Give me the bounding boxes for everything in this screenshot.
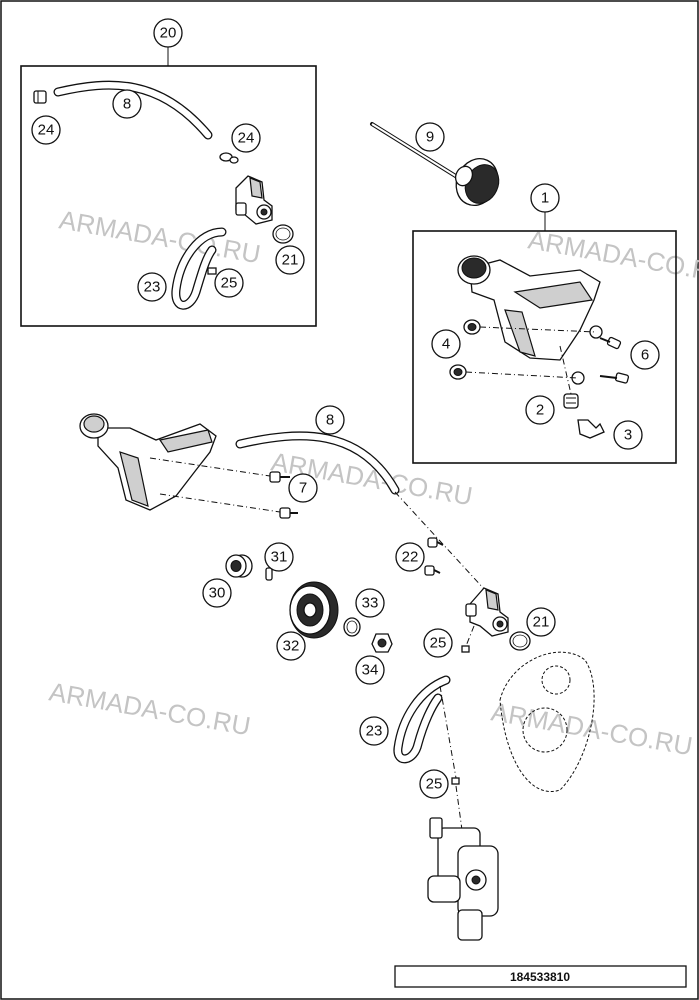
carburettor — [427, 817, 499, 941]
svg-text:9: 9 — [426, 129, 434, 146]
fitting-2 — [563, 393, 579, 409]
svg-text:6: 6 — [641, 347, 649, 364]
clip-24-top — [33, 90, 47, 104]
svg-text:2: 2 — [536, 402, 544, 419]
svg-text:31: 31 — [271, 549, 288, 566]
screw-22b — [424, 565, 441, 576]
callout-6: 6 — [630, 340, 660, 370]
callout-22: 22 — [395, 542, 425, 572]
callout-25-main-lower: 25 — [419, 769, 449, 799]
clip-24-valve — [219, 152, 239, 164]
svg-text:4: 4 — [442, 336, 450, 353]
svg-text:25: 25 — [426, 776, 443, 793]
o-ring-33-inner — [346, 620, 358, 634]
callout-3: 3 — [613, 420, 643, 450]
fuel-valve-box — [235, 175, 273, 225]
engine-cover — [499, 651, 595, 792]
callout-34: 34 — [355, 655, 385, 685]
callout-23-box: 23 — [137, 272, 167, 302]
callout-4: 4 — [431, 329, 461, 359]
fuel-tank-main — [79, 413, 217, 511]
svg-text:30: 30 — [209, 585, 226, 602]
svg-text:25: 25 — [430, 635, 447, 652]
screw-7b — [279, 507, 298, 519]
callout-25-box: 25 — [214, 268, 244, 298]
clamp-25-box — [207, 267, 217, 275]
watermark-5: ARMADA-CO.RU — [489, 696, 695, 761]
callout-24-left: 24 — [31, 115, 61, 145]
svg-text:23: 23 — [144, 279, 161, 296]
callout-1: 1 — [530, 183, 560, 213]
callout-21-main: 21 — [526, 607, 556, 637]
callout-7: 7 — [288, 473, 318, 503]
reference-number: 184533810 — [510, 970, 570, 984]
o-ring-21-box-inner — [275, 227, 291, 241]
dash-4a — [479, 326, 597, 333]
svg-text:7: 7 — [299, 480, 307, 497]
hose-23-box — [171, 227, 227, 310]
svg-text:34: 34 — [362, 662, 379, 679]
dash-7b — [159, 493, 281, 513]
callout-23-main: 23 — [359, 716, 389, 746]
svg-text:25: 25 — [221, 275, 238, 292]
callout-8-main: 8 — [315, 405, 345, 435]
dash-4b — [465, 371, 579, 379]
dash-8-valve — [394, 491, 486, 591]
watermark-4: ARMADA-CO.RU — [47, 676, 253, 741]
svg-text:23: 23 — [366, 723, 383, 740]
fuel-valve-main — [465, 587, 509, 637]
hose-8-box — [53, 80, 213, 140]
hose-23-main — [393, 675, 451, 764]
gear-wheel-32 — [289, 581, 339, 639]
callout-33: 33 — [355, 588, 385, 618]
svg-text:22: 22 — [402, 549, 419, 566]
svg-text:8: 8 — [123, 96, 131, 113]
screw-6b — [599, 372, 630, 384]
svg-text:24: 24 — [38, 122, 55, 139]
screw-6a — [599, 336, 622, 350]
callout-20: 20 — [153, 18, 183, 48]
dash-carb — [455, 785, 463, 831]
svg-text:21: 21 — [533, 614, 550, 631]
grommet-4a — [463, 319, 481, 335]
grommet-4b — [449, 364, 467, 380]
callout-21-box: 21 — [275, 245, 305, 275]
reference-number-box: 184533810 — [394, 965, 687, 988]
svg-text:33: 33 — [362, 595, 379, 612]
callout-25-main-upper: 25 — [423, 628, 453, 658]
callout-30: 30 — [202, 578, 232, 608]
callout-31: 31 — [264, 542, 294, 572]
callout-8-box: 8 — [112, 89, 142, 119]
callout-2: 2 — [525, 395, 555, 425]
watermark-1: ARMADA-CO.RU — [57, 204, 263, 269]
fuel-tank-box-1 — [457, 255, 603, 385]
svg-text:21: 21 — [282, 252, 299, 269]
bushing-30 — [225, 554, 253, 578]
callout-9: 9 — [415, 122, 445, 152]
callout-32: 32 — [276, 631, 306, 661]
pin-31 — [265, 567, 273, 581]
screw-22a — [427, 537, 444, 548]
svg-text:24: 24 — [238, 130, 255, 147]
dash-25a — [465, 625, 475, 647]
hose-8-main — [235, 431, 400, 495]
svg-text:20: 20 — [160, 25, 177, 42]
svg-text:3: 3 — [624, 427, 632, 444]
svg-text:8: 8 — [326, 412, 334, 429]
o-ring-21-main-inner — [512, 634, 528, 648]
screw-7a — [269, 471, 290, 483]
svg-text:1: 1 — [541, 190, 549, 207]
svg-text:32: 32 — [283, 638, 300, 655]
clamp-25b — [451, 777, 460, 785]
callout-24-right: 24 — [231, 123, 261, 153]
dash-2 — [559, 345, 572, 395]
fuel-cap-9 — [370, 122, 500, 206]
dash-25b — [439, 685, 457, 779]
nut-34 — [371, 633, 393, 653]
elbow-3 — [577, 419, 605, 439]
clamp-25a — [461, 645, 470, 653]
